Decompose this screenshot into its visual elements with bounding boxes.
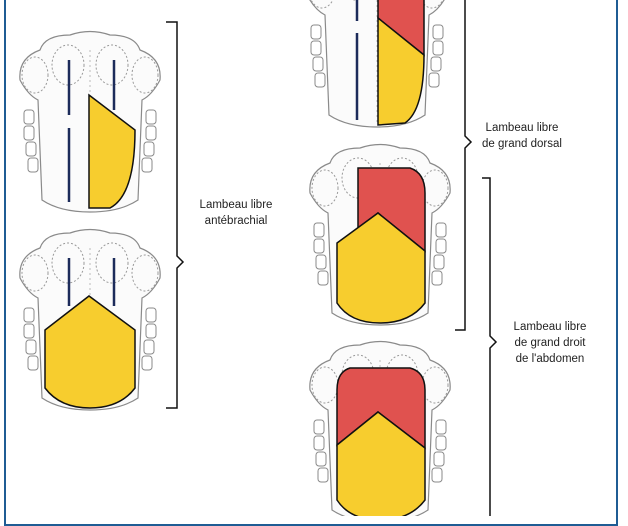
label-line: Lambeau libre — [485, 122, 559, 134]
tongue-1-antebrachial-hemiglossectomy — [19, 30, 161, 213]
label-antebrachial: Lambeau libre antébrachial — [188, 197, 284, 229]
yellow-flap — [377, 16, 425, 126]
bracket-grand-dorsal — [455, 0, 473, 331]
bracket-grand-droit — [482, 177, 498, 516]
label-line: Lambeau libre — [513, 321, 587, 333]
yellow-flap — [44, 295, 136, 409]
label-grand-dorsal: Lambeau libre de grand dorsal — [472, 120, 572, 152]
label-line: antébrachial — [204, 215, 268, 227]
tongue-2-antebrachial-subtotal — [19, 228, 161, 411]
label-line: de l'abdomen — [515, 353, 585, 365]
tongue-5-grand-droit-total — [309, 340, 451, 516]
yellow-flap — [88, 93, 136, 209]
yellow-flap — [336, 411, 426, 516]
label-line: de grand dorsal — [482, 138, 562, 150]
label-line: Lambeau libre — [199, 199, 273, 211]
tongue-4-grand-dorsal-subtotal — [309, 143, 451, 326]
label-grand-droit: Lambeau libre de grand droit de l'abdome… — [500, 319, 600, 367]
bracket-antebrachial — [166, 21, 185, 409]
yellow-flap — [336, 212, 426, 324]
label-line: de grand droit — [514, 337, 586, 349]
tongue-3-grand-dorsal-hemiglossectomy — [306, 0, 448, 128]
